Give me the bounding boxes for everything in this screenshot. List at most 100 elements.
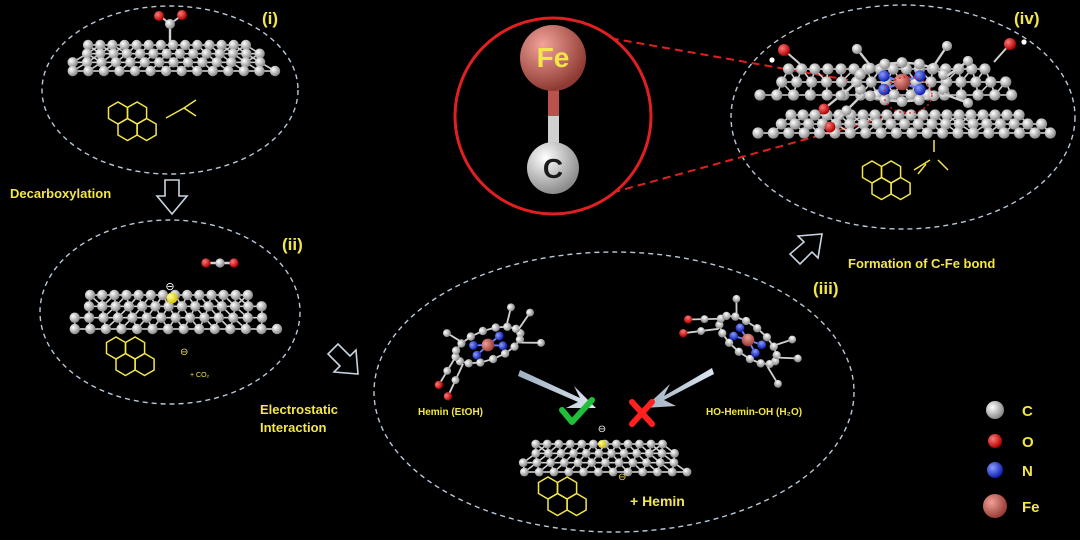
carbon-atom bbox=[783, 63, 795, 75]
carbon-atom bbox=[108, 48, 119, 59]
carbon-atom bbox=[190, 301, 201, 312]
carbon-atom bbox=[998, 127, 1010, 139]
carbon-atom bbox=[546, 458, 556, 468]
pyrene-ii bbox=[105, 336, 155, 377]
carbon-atom bbox=[160, 65, 172, 77]
carbon-atom bbox=[1029, 127, 1041, 139]
carbon-atom bbox=[890, 127, 903, 139]
carbon-atom bbox=[929, 109, 941, 121]
carbon-atom bbox=[788, 335, 797, 344]
carbon-atom bbox=[994, 118, 1007, 130]
carbon-atom bbox=[98, 312, 109, 323]
carbon-atom bbox=[95, 48, 106, 59]
carbon-atom bbox=[203, 301, 214, 312]
oxygen-atom bbox=[443, 392, 453, 401]
carbon-atom bbox=[511, 324, 521, 333]
carbon-atom bbox=[228, 312, 239, 323]
carbon-atom bbox=[953, 109, 965, 121]
carbon-atom bbox=[125, 57, 136, 68]
carbon-atom bbox=[214, 48, 225, 59]
carbon-atom bbox=[871, 118, 883, 130]
carbon-atom bbox=[798, 127, 810, 139]
oxygen-atom bbox=[154, 11, 164, 21]
plus-co2-label: + CO₂ bbox=[190, 372, 210, 379]
carbon-atom bbox=[809, 109, 821, 121]
carbon-atom bbox=[96, 57, 107, 68]
carbon-atom bbox=[178, 323, 189, 335]
carbon-atom bbox=[565, 439, 575, 449]
carbon-atom bbox=[783, 127, 795, 139]
carbon-atom bbox=[241, 48, 252, 59]
carbon-atom bbox=[69, 312, 80, 323]
carbon-atom bbox=[722, 311, 731, 321]
oxygen-atom bbox=[1004, 38, 1016, 50]
panel-ii-label: (ii) bbox=[282, 235, 303, 254]
carbon-atom bbox=[174, 48, 186, 59]
nitrogen-atom bbox=[914, 70, 926, 82]
carbon-atom bbox=[457, 339, 466, 348]
carbon-atom bbox=[503, 322, 512, 331]
carbon-atom bbox=[155, 312, 167, 323]
charge-label-ii-pyrene: ⊖ bbox=[180, 347, 188, 358]
carbon-atom bbox=[112, 312, 124, 323]
carbon-atom bbox=[121, 289, 132, 301]
carbon-atom bbox=[1000, 76, 1012, 88]
carbon-atom bbox=[100, 323, 112, 335]
carbon-atom bbox=[165, 19, 175, 29]
carbon-atom bbox=[510, 342, 519, 351]
carbon-atom bbox=[787, 89, 800, 101]
carbon-atom bbox=[532, 458, 542, 468]
carbon-atom bbox=[646, 439, 656, 449]
carbon-atom bbox=[941, 109, 953, 121]
carbon-atom bbox=[451, 346, 461, 355]
carbon-atom bbox=[697, 327, 705, 335]
carbon-atom bbox=[556, 448, 566, 458]
carbon-atom bbox=[955, 76, 967, 88]
functional-groups bbox=[154, 10, 1027, 448]
nitrogen-atom bbox=[750, 348, 760, 358]
carbon-atom bbox=[230, 289, 241, 301]
pyrene-structures bbox=[105, 99, 949, 517]
graphene-sheets bbox=[67, 39, 1056, 477]
carbon-atom bbox=[682, 467, 692, 477]
carbon-atom bbox=[95, 39, 106, 51]
carbon-atom bbox=[531, 448, 541, 458]
nitrogen-atom bbox=[757, 340, 767, 350]
carbon-atom bbox=[168, 57, 179, 68]
ellipse-panel-ii bbox=[39, 219, 301, 405]
carbon-atom bbox=[478, 326, 488, 336]
oxygen-atom bbox=[201, 258, 211, 268]
carbon-atom bbox=[83, 301, 95, 312]
carbon-atom bbox=[579, 467, 588, 477]
carbon-atom bbox=[732, 294, 741, 303]
carbon-atom bbox=[623, 467, 633, 477]
carbon-atom bbox=[925, 76, 937, 88]
carbon-atom bbox=[121, 48, 133, 59]
carbon-atom bbox=[983, 127, 995, 139]
carbon-atom bbox=[791, 76, 803, 88]
carbon-atom bbox=[821, 89, 833, 101]
carbon-atom bbox=[215, 258, 225, 268]
carbon-atom bbox=[85, 323, 96, 335]
carbon-atom bbox=[476, 358, 485, 367]
carbon-atom bbox=[256, 323, 267, 335]
carbon-atom bbox=[537, 338, 545, 347]
carbon-atom bbox=[835, 63, 847, 75]
carbon-atom bbox=[635, 439, 644, 449]
carbon-atom bbox=[139, 57, 150, 68]
carbon-atom bbox=[607, 448, 616, 458]
carbon-atom bbox=[192, 65, 203, 77]
carbon-atom bbox=[223, 65, 234, 77]
carbon-atom bbox=[507, 303, 515, 312]
carbon-atom bbox=[110, 301, 121, 312]
carbon-atom bbox=[926, 118, 938, 130]
carbon-atom bbox=[213, 312, 225, 323]
carbon-atom bbox=[84, 289, 96, 301]
carbon-atom bbox=[896, 96, 908, 107]
carbon-atom bbox=[593, 467, 603, 477]
carbon-atom bbox=[962, 55, 974, 67]
legend: C O N Fe bbox=[983, 401, 1040, 518]
carbon-atom bbox=[1044, 127, 1056, 139]
carbon-atom bbox=[906, 127, 918, 139]
carbon-atom bbox=[851, 43, 863, 55]
